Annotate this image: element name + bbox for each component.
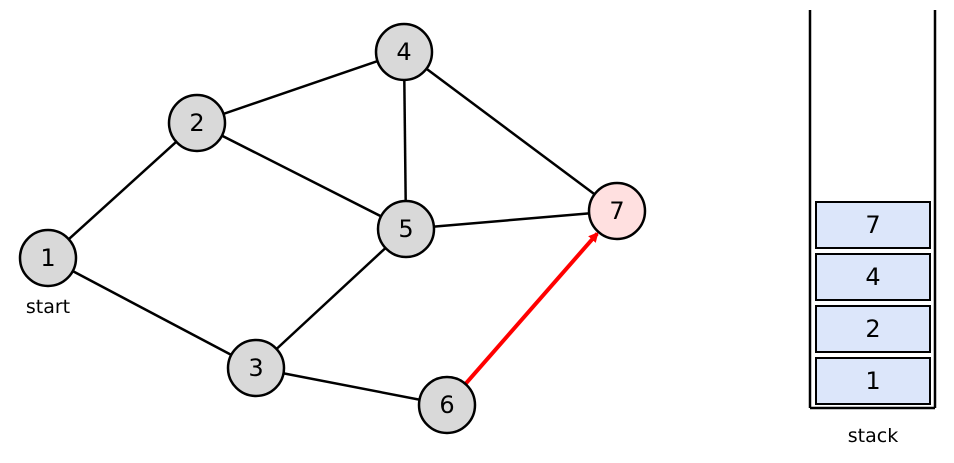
node-4: 4 [374, 22, 434, 82]
node-label: 4 [396, 38, 411, 66]
stack-item-label: 2 [865, 315, 880, 343]
edge-2-5 [196, 121, 407, 231]
node-label: 1 [40, 244, 55, 272]
node-circle [374, 22, 434, 82]
node-label: 2 [189, 109, 204, 137]
stack-item-box [815, 357, 931, 405]
graph-edges [47, 50, 618, 407]
stack-container: 7 4 2 1 [808, 10, 937, 410]
node-label: 6 [439, 391, 454, 419]
node-3: 3 [226, 338, 286, 398]
stack-item-label: 4 [865, 263, 880, 291]
stack-item-box [815, 201, 931, 249]
node-5: 5 [376, 199, 436, 259]
edge-5-7 [405, 209, 618, 231]
stack-item: 7 [815, 201, 931, 249]
node-label: 3 [248, 354, 263, 382]
stack-item: 1 [815, 357, 931, 405]
node-1: 1 [18, 228, 78, 288]
node-6: 6 [417, 375, 477, 435]
edge-4-7 [403, 50, 618, 213]
edge-1-3 [47, 256, 257, 370]
start-label: start [26, 296, 70, 318]
stack-item-label: 7 [865, 211, 880, 239]
node-circle [226, 338, 286, 398]
stack-label: stack [848, 425, 898, 447]
edge-1-2 [47, 122, 198, 259]
highlighted-arrow-6-7 [463, 232, 599, 386]
stack-item: 2 [815, 305, 931, 353]
edge-4-5 [402, 51, 408, 230]
node-2: 2 [167, 93, 227, 153]
node-label: 7 [609, 197, 624, 225]
edge-3-6 [255, 366, 448, 407]
node-circle [167, 93, 227, 153]
edge-2-4 [196, 50, 405, 125]
edge-3-5 [255, 228, 407, 369]
node-circle [18, 228, 78, 288]
stack-item-box [815, 253, 931, 301]
stack-items: 7 4 2 1 [815, 201, 931, 405]
stack-item: 4 [815, 253, 931, 301]
node-7: 7 [587, 181, 647, 241]
node-label: 5 [398, 215, 413, 243]
node-circle [417, 375, 477, 435]
stack-item-box [815, 305, 931, 353]
node-circle [376, 199, 436, 259]
node-circle [587, 181, 647, 241]
graph-nodes: 1 2 3 4 5 6 7 [18, 22, 647, 435]
stack-item-label: 1 [865, 367, 880, 395]
